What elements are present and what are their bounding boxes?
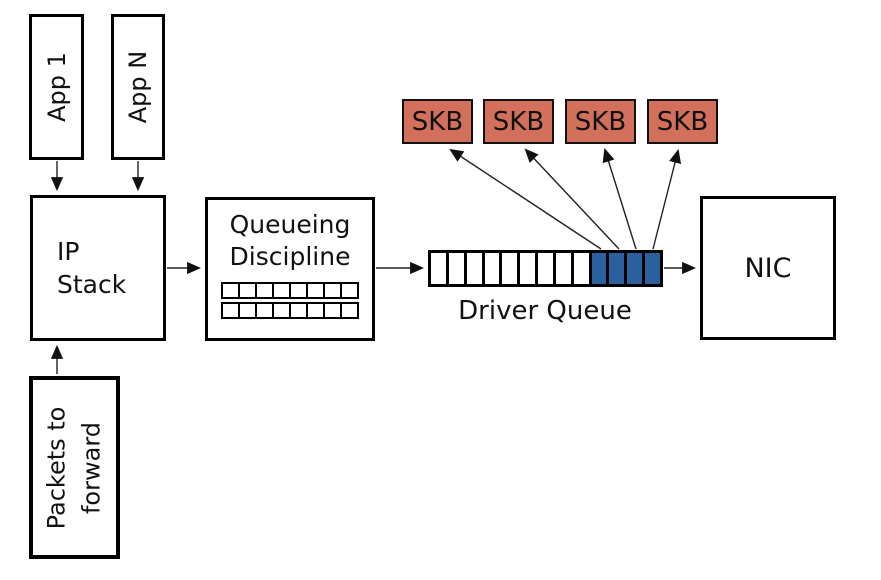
skb-4-label: SKB (656, 106, 709, 137)
skb-1-label: SKB (411, 106, 464, 137)
queue-slot-empty (573, 253, 592, 284)
queue-slot-empty (466, 253, 485, 284)
node-packets-to-forward: Packets to forward (29, 376, 120, 559)
arrow-slot2-to-skb2 (524, 148, 620, 250)
skb-3-label: SKB (574, 106, 627, 137)
queue-slot-empty (538, 253, 556, 284)
node-qdisc-label: Queueing Discipline (230, 209, 351, 273)
ip-stack-line2: Stack (57, 270, 127, 299)
node-app1-label: App 1 (42, 52, 71, 122)
skb-box-1: SKB (402, 99, 473, 144)
qdisc-buffer-cell (340, 302, 359, 319)
node-appn-label: App N (124, 50, 152, 124)
skb-box-4: SKB (647, 99, 718, 144)
arrow-slot3-to-skb3 (602, 147, 637, 250)
queue-slot-empty (448, 253, 467, 284)
skb-box-2: SKB (483, 99, 554, 144)
arrow-slot4-to-skb4 (652, 148, 682, 250)
queue-slot-empty (484, 253, 503, 284)
ip-stack-line1: IP (57, 237, 80, 266)
qdisc-line1: Queueing (229, 210, 351, 239)
node-nic-label: NIC (744, 252, 792, 284)
queue-slot-empty (555, 253, 574, 284)
skb-box-3: SKB (565, 99, 636, 144)
queue-slot-empty (502, 253, 521, 284)
skb-2-label: SKB (492, 106, 545, 137)
arrow-slot1-to-skb1 (449, 148, 602, 250)
packets-line1: Packets to (42, 406, 71, 529)
driver-queue-label: Driver Queue (458, 296, 632, 326)
queue-slot-filled (645, 253, 660, 284)
queue-slot-filled (609, 253, 628, 284)
node-app1: App 1 (29, 14, 84, 160)
node-nic: NIC (700, 196, 836, 340)
node-ip-stack: IP Stack (30, 195, 166, 341)
queue-slot-empty (520, 253, 539, 284)
qdisc-buffer-row (221, 302, 359, 319)
node-packets-label: Packets to forward (40, 406, 110, 529)
driver-queue (428, 250, 663, 287)
qdisc-buffer-cell (340, 282, 359, 299)
qdisc-buffer-row (221, 282, 359, 299)
node-queueing-discipline: Queueing Discipline (205, 197, 375, 341)
queue-slot-empty (431, 253, 449, 284)
node-ip-stack-label: IP Stack (33, 235, 126, 301)
queue-slot-filled (627, 253, 646, 284)
qdisc-buffer-grid (221, 282, 359, 319)
packets-line2: forward (77, 421, 106, 514)
queue-slot-filled (591, 253, 610, 284)
qdisc-line2: Discipline (229, 242, 351, 271)
node-appn: App N (111, 14, 165, 160)
